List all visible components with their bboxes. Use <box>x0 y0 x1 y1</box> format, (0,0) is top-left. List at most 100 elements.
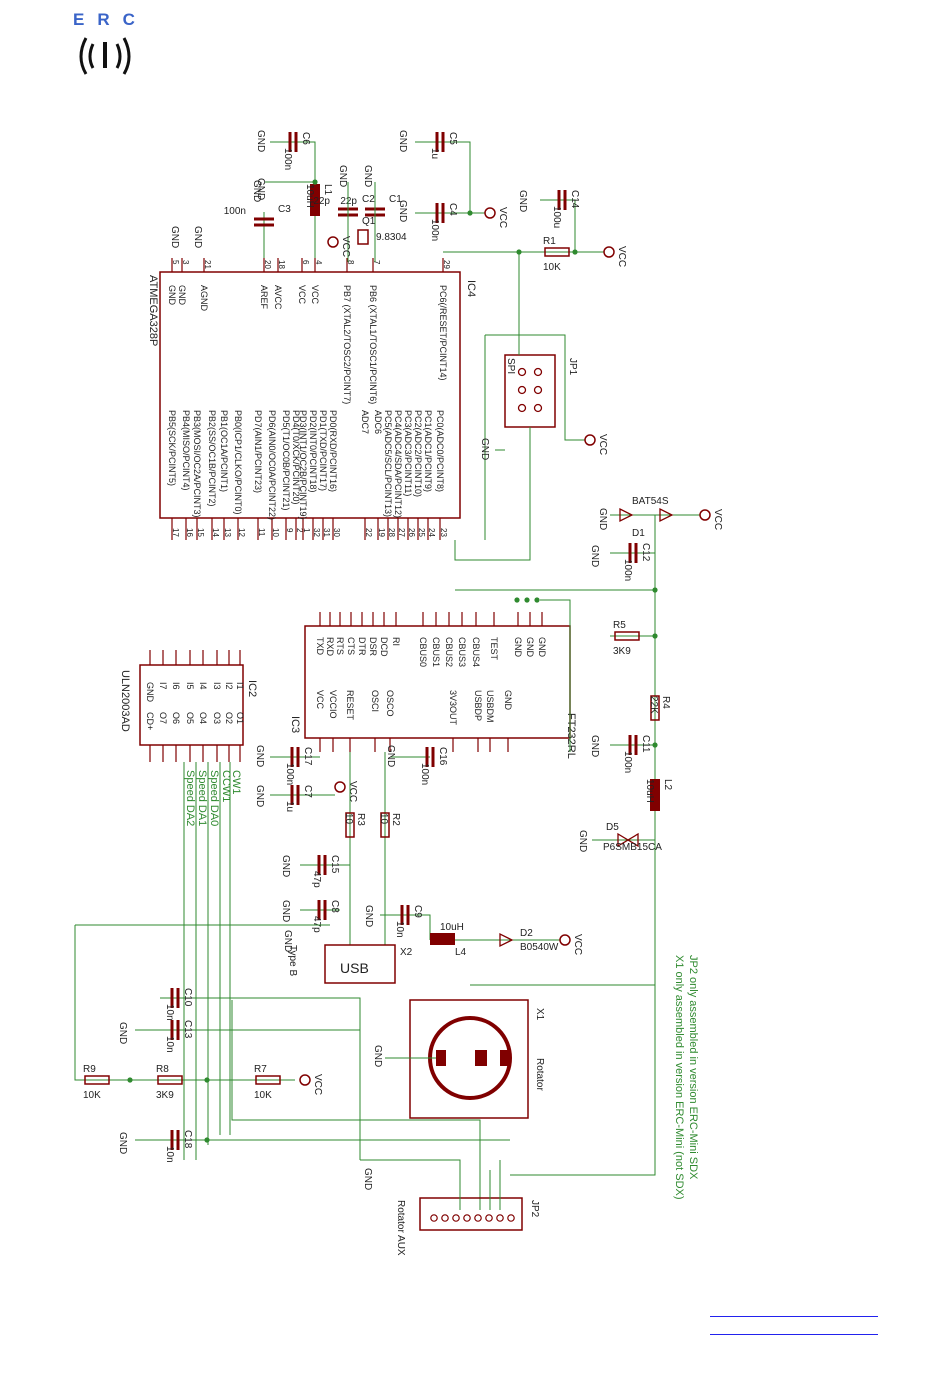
ic3-pin-right-label: VCC <box>315 690 325 710</box>
c9-ref: C9 <box>412 905 423 918</box>
jp2-pin <box>430 1214 438 1222</box>
c17-ref: C17 <box>302 747 313 766</box>
ic2-uln2003ad-body <box>139 664 244 746</box>
gnd-label: GND <box>397 130 408 152</box>
x1-right-key <box>500 1050 510 1066</box>
ic3-pin-left-label: GND <box>537 637 547 658</box>
junction-dot <box>524 597 530 603</box>
junction-dot <box>652 633 658 639</box>
x2-usb-connector <box>324 944 396 984</box>
ic4-part-label: ATMEGA328P <box>147 275 159 346</box>
footer-link-line-2[interactable] <box>710 1334 878 1335</box>
d2-value: B0540W <box>520 942 559 953</box>
c4-value: 100n <box>429 219 440 241</box>
vcc-label: VCC <box>347 781 358 802</box>
ic4-pin-top-label: PB6 (XTAL1/TOSC1/PCINT6) <box>368 285 378 404</box>
jp1-value: SPI <box>505 358 516 374</box>
ic4-pin-bottom-label: PB0(ICP1/CLKO/PCINT0) <box>233 410 243 515</box>
r9-ref: R9 <box>83 1064 96 1075</box>
gnd-label: GND <box>280 900 291 922</box>
gnd-label: GND <box>597 508 608 530</box>
c4-ref: C4 <box>447 203 458 216</box>
l1-body <box>310 184 320 216</box>
ic4-pin-bottom-label: ADC7 <box>360 410 370 434</box>
gnd-label: GND <box>362 165 373 187</box>
ic4-pin-bottom-label: PC2(ADC2/PCINT10) <box>413 410 423 497</box>
net-label: Speed DA0 <box>208 770 220 826</box>
ic2-pin-left-label: I2 <box>224 682 234 690</box>
c5-value: 1u <box>429 148 440 159</box>
c7-value: 1u <box>284 801 295 812</box>
ic2-pin-left-label: GND <box>145 682 155 703</box>
ic3-pin-left-label: CBUS2 <box>444 637 454 667</box>
jp2-value: Rotator AUX <box>395 1200 406 1256</box>
ic4-pin-bottom-number: 32 <box>312 528 321 537</box>
c11-value: 100n <box>622 751 633 773</box>
ic4-pin-bottom-number: 27 <box>397 528 406 537</box>
gnd-label: GND <box>589 545 600 567</box>
wire <box>270 141 316 258</box>
ic4-pin-bottom-label: PC5(ADC5/SCL/PCINT13) <box>383 410 393 517</box>
r3-value: 10 <box>343 813 354 825</box>
q1-value: 9.8304 <box>376 232 407 243</box>
gnd-label: GND <box>192 226 203 248</box>
ic3-ref-label: IC3 <box>289 716 301 733</box>
ic4-pin-bottom-label: PD0(RXD/PCINT16) <box>328 410 338 492</box>
vcc-symbol <box>334 781 346 793</box>
junction-dot <box>127 1077 133 1083</box>
r8-body <box>157 1075 183 1085</box>
l2-body <box>650 779 660 811</box>
r7-body <box>255 1075 281 1085</box>
r4-ref: R4 <box>660 696 671 709</box>
ic4-pin-bottom-number: 26 <box>407 528 416 537</box>
ic4-pin-bottom-label: PD6(AIN0/OC0A/PCINT22) <box>267 410 277 520</box>
footer-link-line-1[interactable] <box>710 1316 878 1317</box>
ic4-pin-top-label: VCC <box>297 285 307 305</box>
d1-value: BAT54S <box>632 496 669 507</box>
c14-value: 100u <box>551 206 562 228</box>
gnd-label: GND <box>169 226 180 248</box>
erc-antenna-logo <box>79 37 131 75</box>
ic3-pin-right-label: USBDM <box>485 690 495 723</box>
r2-value: 10 <box>378 813 389 825</box>
ic4-pin-bottom-label: PD3(INT1/OC2B/PCINT19) <box>298 410 308 520</box>
jp2-pin <box>474 1214 482 1222</box>
jp2-header <box>419 1197 523 1231</box>
gnd-label: GND <box>282 930 293 952</box>
gnd-label: GND <box>255 130 266 152</box>
jp2-pin <box>507 1214 515 1222</box>
gnd-label: GND <box>517 190 528 212</box>
r9-value: 10K <box>83 1090 101 1101</box>
ic4-pin-top-number: 8 <box>346 260 355 265</box>
ic2-pin-left-label: I3 <box>212 682 222 690</box>
r3-body <box>345 812 355 838</box>
gnd-label: GND <box>255 178 266 200</box>
r8-value: 3K9 <box>156 1090 174 1101</box>
ic4-pin-bottom-number: 19 <box>377 528 386 537</box>
c6-ref: C6 <box>300 132 311 145</box>
r1-body <box>544 247 570 257</box>
ic3-pin-left-label: RTS <box>335 637 345 655</box>
wire <box>454 427 531 561</box>
wire <box>74 925 115 1081</box>
ic3-pin-left-label: GND <box>525 637 535 658</box>
ic3-pin-right-label: 3V3OUT <box>448 690 458 726</box>
ic4-pin-top-label: AREF <box>259 285 269 310</box>
x1-value: Rotator <box>534 1058 545 1091</box>
vcc-label: VCC <box>712 509 723 530</box>
gnd-label: GND <box>397 200 408 222</box>
ic3-pin-left-label: CBUS1 <box>431 637 441 667</box>
ic4-pin-top-label: PB7 (XTAL2/TOSC2/PCINT7) <box>342 285 352 404</box>
c10-value: 10n <box>164 1004 175 1021</box>
d2-diode <box>499 932 514 948</box>
jp2-pin <box>452 1214 460 1222</box>
r5-body <box>614 631 640 641</box>
ic3-pin-right-label: OSCO <box>385 690 395 717</box>
r5-value: 3K9 <box>613 646 631 657</box>
ic4-pin-top-number: 29 <box>442 260 451 269</box>
ic4-pin-bottom-number: 23 <box>439 528 448 537</box>
ic2-pin-right-label: CD+ <box>145 712 155 730</box>
ic2-pin-right-label: O4 <box>198 712 208 724</box>
ic4-pin-bottom-number: 11 <box>257 528 266 537</box>
